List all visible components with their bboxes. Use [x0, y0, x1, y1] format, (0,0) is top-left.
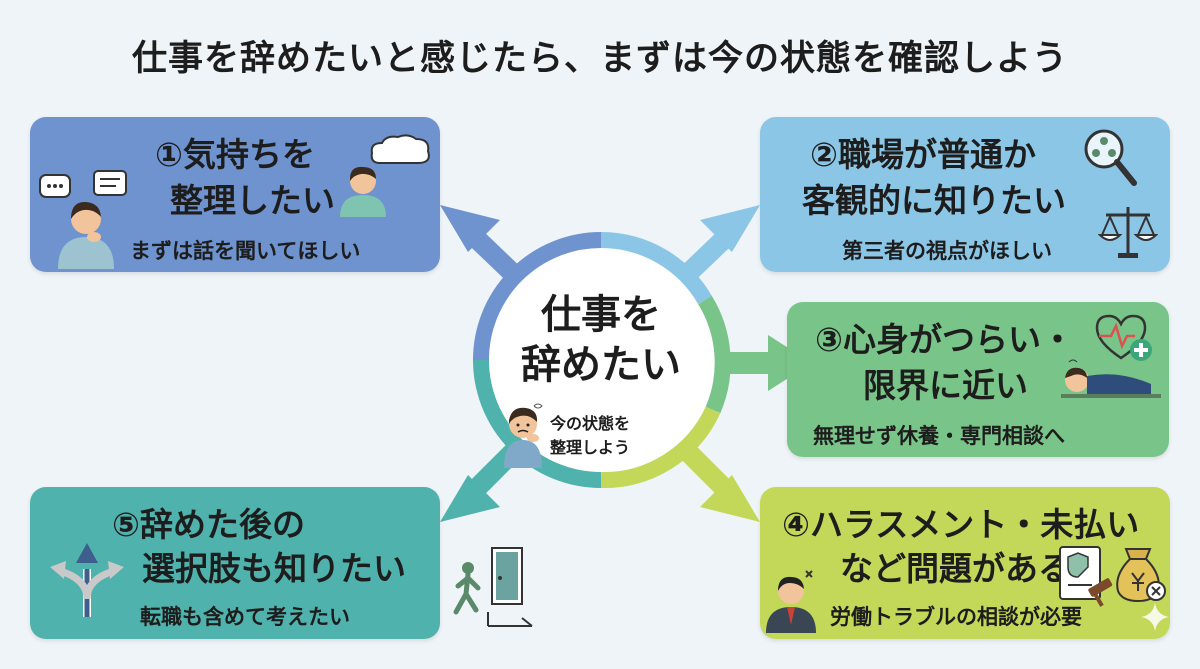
- box1-line2: 整理したい: [170, 181, 335, 220]
- box5-line1: ⑤辞めた後の: [112, 505, 305, 544]
- box2-line2: 客観的に知りたい: [802, 181, 1066, 220]
- person-thinking-icon: [340, 166, 386, 217]
- box4-line2: など問題がある: [840, 549, 1071, 588]
- worried-businessman-icon: [766, 570, 816, 633]
- center-sub2: 整理しよう: [550, 438, 631, 457]
- box5-sub: 転職も含めて考えたい: [140, 605, 350, 629]
- person-hand-chin-icon: [58, 201, 114, 269]
- sparkle-icon: [1141, 603, 1169, 631]
- box2-sub: 第三者の視点がほしい: [842, 239, 1052, 263]
- center-title-line2: 辞めたい: [521, 342, 681, 388]
- box4-sub: 労働トラブルの相談が必要: [830, 605, 1082, 629]
- box3-sub: 無理せず休養・専門相談へ: [813, 424, 1065, 448]
- box4-line1: ④ハラスメント・未払い: [782, 505, 1140, 544]
- document-gavel-icon: [1059, 546, 1113, 607]
- thought-bubble-icon: [370, 134, 430, 164]
- box-harassment-unpaid: ④ハラスメント・未払い など問題がある 労働トラブルの相談が必要: [760, 487, 1170, 639]
- scales-icon: [1098, 207, 1158, 258]
- exit-door-icon: [453, 547, 533, 627]
- crossroads-arrows-icon: [50, 543, 124, 617]
- box-options-after-quitting: ⑤辞めた後の 選択肢も知りたい 転職も含めて考えたい: [30, 487, 440, 639]
- box1-sub: まずは話を聞いてほしい: [130, 239, 361, 263]
- center-title-line1: 仕事を: [541, 292, 661, 338]
- person-thinking-icon: [504, 403, 543, 468]
- box1-line1: ①気持ちを: [155, 135, 315, 174]
- box2-line1: ②職場が普通か: [810, 135, 1036, 174]
- box3-line2: 限界に近い: [863, 366, 1028, 405]
- box3-line1: ③心身がつらい・: [815, 320, 1074, 359]
- page-title: 仕事を辞めたいと感じたら、まずは今の状態を確認しよう: [131, 39, 1068, 79]
- box-objective-view: ②職場が普通か 客観的に知りたい 第三者の視点がほしい: [760, 117, 1170, 272]
- center-sub1: 今の状態を: [550, 414, 631, 433]
- box5-line2: 選択肢も知りたい: [142, 549, 406, 588]
- box-organize-feelings: ①気持ちを 整理したい まずは話を聞いてほしい: [30, 117, 440, 272]
- money-bag-icon: [1116, 548, 1166, 603]
- chat-bubbles-icon: [39, 170, 127, 198]
- heart-pulse-icon: [1095, 314, 1152, 361]
- resting-person-icon: [1061, 359, 1161, 398]
- magnifier-people-icon: [1084, 129, 1137, 186]
- box-mind-body-limit: ③心身がつらい・ 限界に近い 無理せず休養・専門相談へ: [787, 302, 1169, 457]
